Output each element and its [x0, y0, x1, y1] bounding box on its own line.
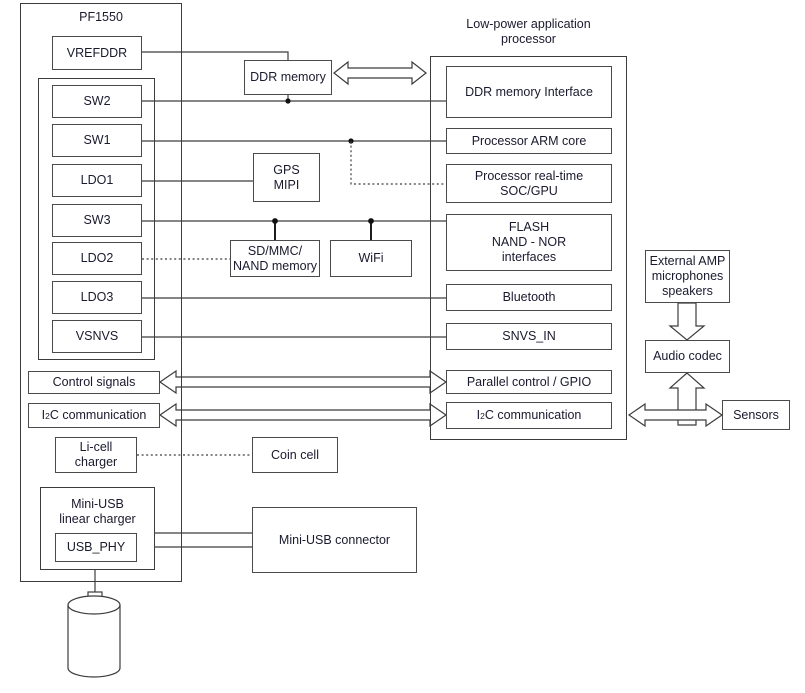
block-parallel-control-gpio[interactable]: Parallel control / GPIO [446, 370, 612, 394]
block-sw1[interactable]: SW1 [52, 124, 142, 157]
block-li-cell-charger[interactable]: Li-cell charger [55, 437, 137, 473]
pf1550-title: PF1550 [79, 10, 123, 24]
block-sw2[interactable]: SW2 [52, 85, 142, 118]
block-processor-realtime-soc-gpu[interactable]: Processor real-time SOC/GPU [446, 164, 612, 203]
block-usb-phy[interactable]: USB_PHY [55, 533, 137, 562]
block-processor-arm-core[interactable]: Processor ARM core [446, 128, 612, 154]
block-bluetooth[interactable]: Bluetooth [446, 284, 612, 311]
li-cell-charger-line1: Li-cell [79, 440, 113, 455]
regulator-group-box [38, 78, 155, 360]
external-amp-line3: speakers [662, 283, 713, 298]
mini-usb-linear-charger-label: Mini-USB linear charger [40, 497, 155, 527]
external-amp-line1: External AMP [649, 254, 726, 269]
sd-mmc-line2: NAND memory [232, 258, 318, 273]
flash-line1: FLASH [508, 220, 550, 235]
block-ddr-memory-interface[interactable]: DDR memory Interface [446, 66, 612, 118]
block-flash-nand-nor-interfaces[interactable]: FLASH NAND - NOR interfaces [446, 214, 612, 271]
i2c-label-suffix: C communication [49, 408, 147, 423]
i2c-proc-label-suffix: C communication [484, 408, 582, 423]
gps-mipi-line1: GPS [273, 162, 300, 177]
block-ldo3[interactable]: LDO3 [52, 281, 142, 314]
block-vrefddr[interactable]: VREFDDR [52, 36, 142, 70]
flash-line2: NAND - NOR [491, 235, 567, 250]
processor-realtime-line1: Processor real-time [474, 168, 584, 183]
mini-usb-charger-line2: linear charger [59, 512, 136, 526]
external-amp-line2: microphones [651, 269, 724, 284]
block-gps-mipi[interactable]: GPS MIPI [253, 153, 320, 202]
block-ddr-memory[interactable]: DDR memory [244, 60, 332, 95]
block-sensors[interactable]: Sensors [722, 400, 790, 430]
i2c-proc-label-prefix: I [476, 408, 481, 423]
mini-usb-charger-line1: Mini-USB [71, 497, 124, 511]
processor-outer-box [430, 56, 627, 440]
processor-title: Low-power application processor [430, 17, 627, 47]
flash-line3: interfaces [501, 249, 557, 264]
block-control-signals[interactable]: Control signals [28, 371, 160, 394]
processor-title-line2: processor [501, 32, 556, 46]
block-audio-codec[interactable]: Audio codec [645, 340, 730, 373]
processor-realtime-line2: SOC/GPU [500, 183, 558, 198]
block-sw3[interactable]: SW3 [52, 204, 142, 237]
block-ldo1[interactable]: LDO1 [52, 164, 142, 197]
block-sd-mmc-nand-memory[interactable]: SD/MMC/ NAND memory [230, 240, 320, 277]
pf1550-outer-box [20, 3, 182, 582]
i2c-label-prefix: I [41, 408, 46, 423]
block-mini-usb-connector[interactable]: Mini-USB connector [252, 507, 417, 573]
block-wifi[interactable]: WiFi [330, 240, 412, 277]
block-coin-cell[interactable]: Coin cell [252, 437, 338, 473]
sd-mmc-line1: SD/MMC/ [247, 243, 303, 258]
processor-title-line1: Low-power application [466, 17, 591, 31]
block-vsnvs[interactable]: VSNVS [52, 320, 142, 353]
li-cell-charger-line2: charger [74, 455, 118, 469]
gps-mipi-line2: MIPI [273, 177, 300, 192]
block-ldo2[interactable]: LDO2 [52, 242, 142, 275]
block-snvs-in[interactable]: SNVS_IN [446, 323, 612, 350]
block-external-amp-microphones-speakers[interactable]: External AMP microphones speakers [645, 250, 730, 303]
